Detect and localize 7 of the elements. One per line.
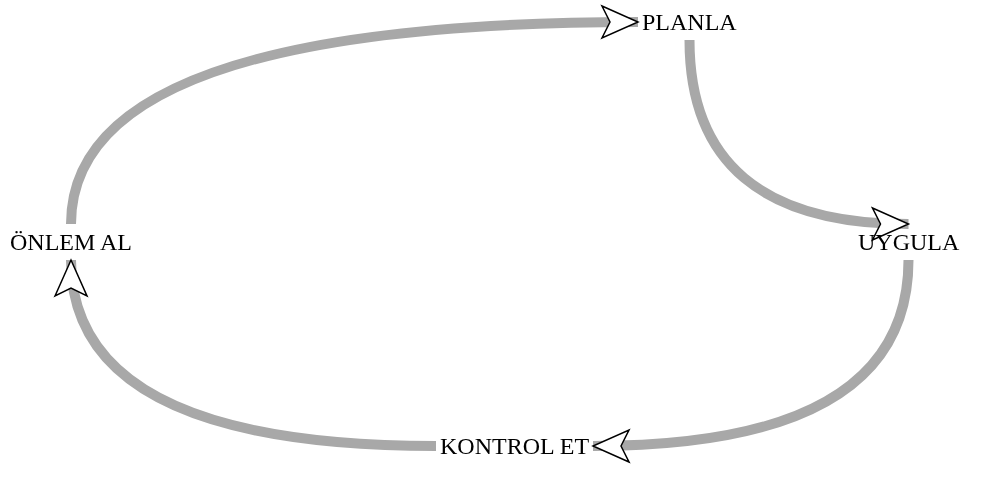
step-label: ÖNLEM AL (10, 228, 132, 256)
curved-arrow (684, 39, 910, 240)
curved-arrow (66, 5, 639, 225)
step-label: UYGULA (858, 228, 960, 256)
curved-arrow (592, 259, 914, 462)
step-label: PLANLA (642, 8, 737, 36)
step-label: KONTROL ET (440, 432, 590, 460)
